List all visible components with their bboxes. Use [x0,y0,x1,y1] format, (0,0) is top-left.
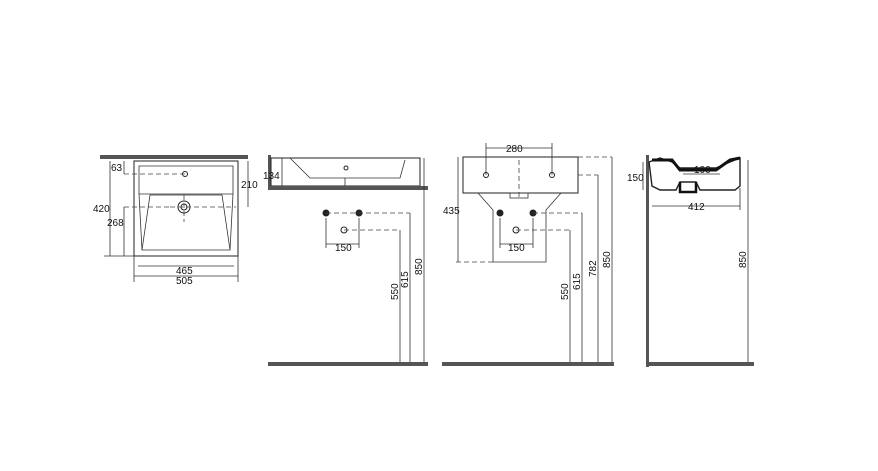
dim-412: 412 [688,202,705,213]
wall-side [268,155,271,187]
section-view: 100 150 412 850 [627,155,754,367]
dim-150: 150 [335,243,352,254]
pedestal-shroud [477,192,562,263]
bowl-outline [141,194,231,251]
dim-550-front: 550 [560,283,571,300]
dim-150-front: 150 [508,243,525,254]
dim-100: 100 [694,165,711,176]
floor-section [646,362,754,366]
dim-505: 505 [176,276,193,287]
dim-435: 435 [443,206,460,217]
dim-850-section: 850 [738,251,749,268]
dim-850-front: 850 [602,251,613,268]
side-view: 134 150 550 615 850 [263,155,428,366]
deck [138,165,234,195]
floor-line-top [268,186,428,190]
dim-420: 420 [93,204,110,215]
floor-side [268,362,428,366]
wall-top [100,155,248,159]
dim-615-front: 615 [572,273,583,290]
dim-134: 134 [263,171,280,182]
dim-63: 63 [111,163,123,174]
floor-front [442,362,614,366]
pipe-left-front [496,209,504,217]
dim-782: 782 [588,260,599,277]
basin-side [270,157,421,187]
basin-front [462,156,579,194]
top-view: 63 420 268 210 465 505 [93,155,258,287]
dim-850: 850 [414,258,425,275]
front-view: 280 150 435 550 615 782 850 [442,143,614,366]
dim-268: 268 [107,218,124,229]
wall-section [646,155,649,367]
bowl-side [289,157,406,179]
dim-210: 210 [241,180,258,191]
dim-550: 550 [390,283,401,300]
basin-outline [133,160,239,257]
dim-150-section: 150 [627,173,644,184]
dim-465: 465 [176,266,193,277]
dim-615: 615 [400,271,411,288]
dim-280: 280 [506,144,523,155]
